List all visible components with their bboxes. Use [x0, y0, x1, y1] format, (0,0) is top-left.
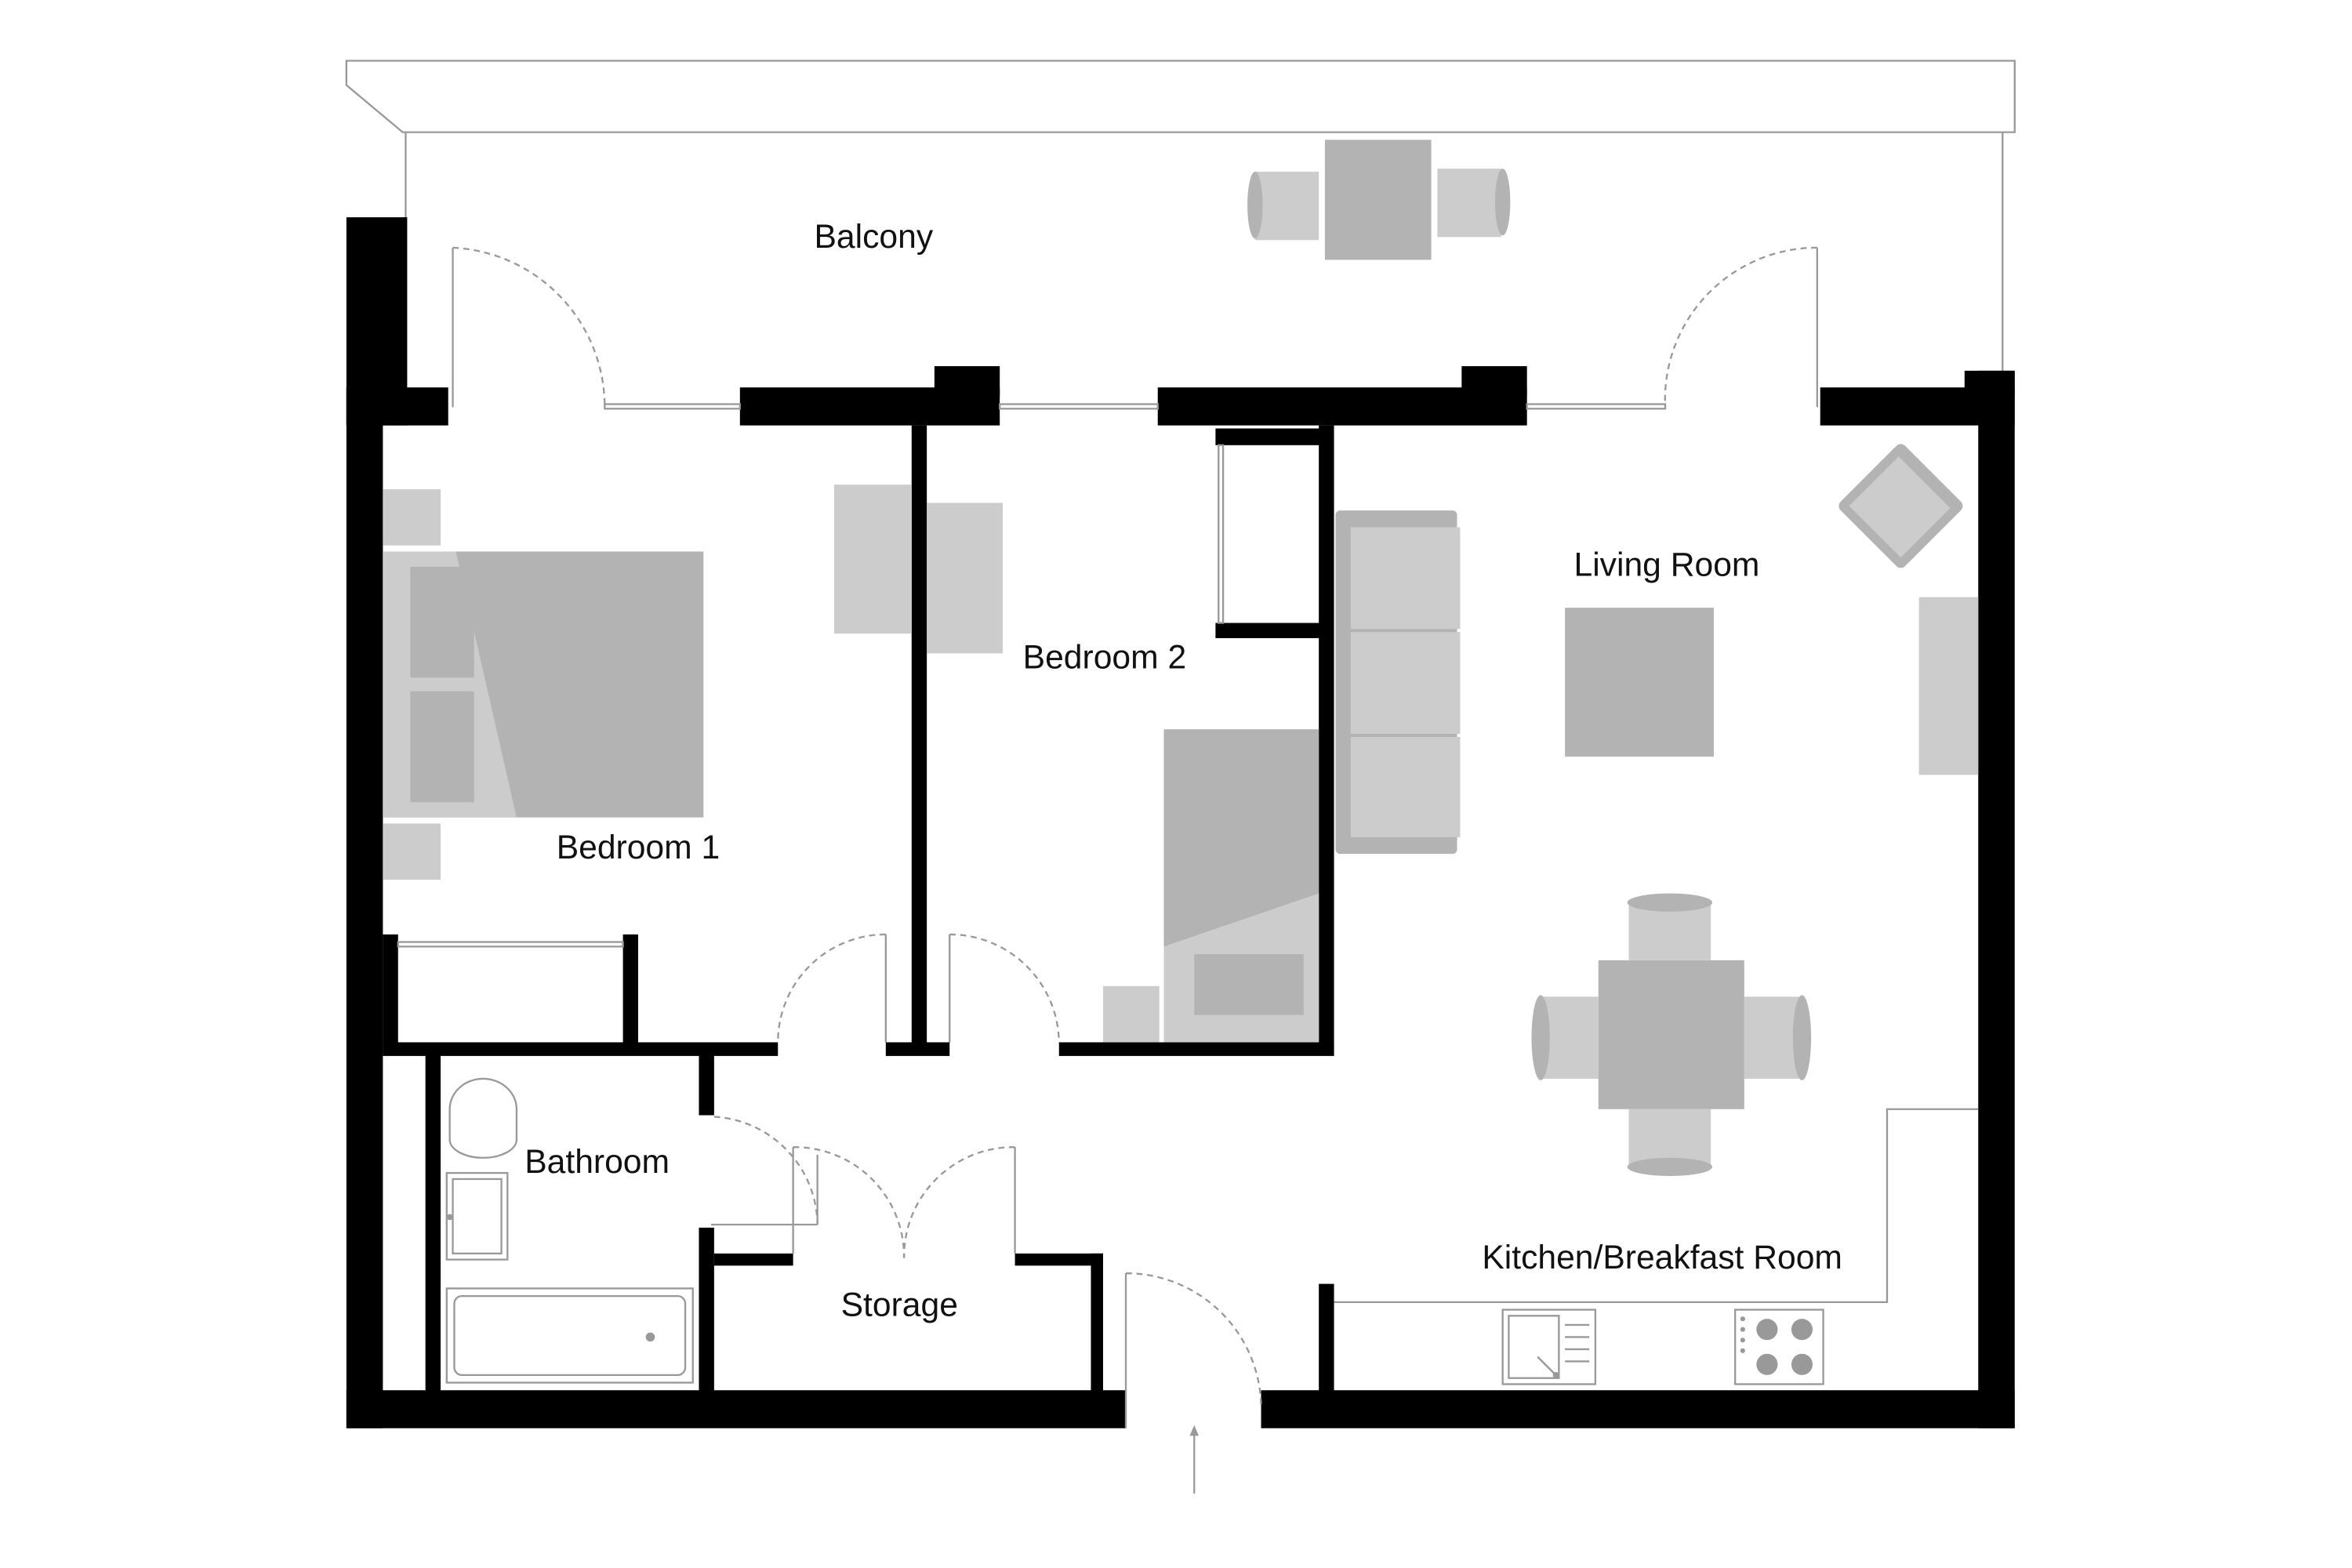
wall: [1319, 1283, 1334, 1394]
room-labels: Balcony Bedroom 1 Bedroom 2 Living Room …: [524, 218, 1842, 1323]
pillow: [410, 691, 474, 803]
room-label-bedroom1: Bedroom 1: [557, 829, 720, 866]
desk: [833, 485, 912, 634]
room-label-bathroom: Bathroom: [524, 1143, 670, 1181]
tv-unit: [1918, 597, 1979, 775]
pillow: [410, 566, 474, 678]
wardrobe-door: [397, 941, 624, 948]
entrance-arrow-icon: [1189, 1425, 1200, 1494]
wall: [699, 1227, 714, 1396]
wall: [1014, 1253, 1103, 1266]
wall: [1319, 425, 1334, 1054]
balcony-table-set: [1247, 140, 1511, 260]
kitchen-fixtures: [1334, 1108, 1979, 1385]
wall: [383, 1042, 779, 1056]
wall: [1964, 370, 2015, 394]
bedside-table: [383, 489, 441, 546]
toilet: [448, 1077, 518, 1159]
balcony-outline: [345, 60, 2016, 388]
entrance-door[interactable]: [1124, 1272, 1262, 1428]
room-label-bedroom2: Bedroom 2: [1023, 639, 1187, 677]
wall: [1091, 1253, 1103, 1394]
washbasin: [445, 1171, 509, 1261]
room-label-storage: Storage: [841, 1286, 958, 1323]
storage-door-left[interactable]: [792, 1146, 906, 1258]
desk: [927, 503, 1004, 654]
wall: [911, 425, 927, 1052]
wall: [1461, 366, 1527, 397]
storage-door-right[interactable]: [902, 1146, 1016, 1258]
pillow: [1194, 954, 1304, 1015]
bedroom2-door[interactable]: [949, 933, 1060, 1043]
sink: [1501, 1308, 1597, 1385]
sofa-cushion: [1350, 527, 1461, 630]
sofa-cushion: [1350, 632, 1461, 735]
wall: [1215, 622, 1323, 638]
walls: [346, 217, 2015, 1428]
kitchen-counter: [1334, 1108, 1979, 1304]
window: [604, 403, 741, 410]
balcony-chair-right: [1437, 169, 1501, 238]
balcony-parapet: [345, 60, 2016, 133]
bathroom-door[interactable]: [710, 1116, 818, 1226]
wall: [1058, 1042, 1334, 1056]
bedroom1-furniture: [383, 485, 912, 880]
balcony-chair-left: [1254, 171, 1319, 241]
wall: [425, 1054, 441, 1397]
window: [1526, 403, 1667, 410]
coffee-table: [1565, 608, 1715, 757]
wall: [346, 387, 383, 1428]
balcony-door-left[interactable]: [452, 246, 606, 408]
wall: [885, 1042, 950, 1056]
room-label-balcony: Balcony: [815, 218, 934, 256]
balcony-chair-right-back: [1494, 169, 1511, 236]
wall: [713, 1253, 793, 1266]
wall: [622, 934, 638, 1049]
wall: [1820, 387, 2015, 426]
balcony-door-right[interactable]: [1664, 246, 1818, 408]
bedside-table: [383, 823, 441, 880]
balcony-table: [1324, 140, 1432, 260]
wall: [383, 934, 398, 1049]
wall: [346, 1390, 1127, 1428]
room-label-living-room: Living Room: [1574, 546, 1760, 583]
window: [999, 403, 1159, 410]
wall: [934, 366, 1000, 397]
living-room-furniture: [1335, 444, 1979, 855]
balcony-chair-left-back: [1247, 171, 1263, 239]
bedside-table: [1102, 985, 1160, 1043]
sofa-cushion: [1350, 736, 1461, 837]
wall: [1261, 1390, 2015, 1428]
wall: [1978, 370, 2015, 1428]
room-label-kitchen: Kitchen/Breakfast Room: [1482, 1239, 1842, 1276]
wall: [1215, 428, 1323, 445]
bedroom2-furniture: [927, 503, 1319, 1043]
wardrobe-door: [1218, 444, 1225, 624]
bathroom-fixtures: [445, 1077, 694, 1384]
bathtub: [445, 1287, 694, 1384]
bedroom1-door[interactable]: [777, 933, 887, 1043]
wall: [699, 1054, 714, 1116]
dining-set: [1531, 893, 1812, 1176]
doors: [452, 246, 1818, 1494]
armchair: [1838, 444, 1963, 568]
dining-table: [1598, 960, 1744, 1109]
hob: [1734, 1308, 1824, 1385]
windows: [397, 403, 1667, 948]
